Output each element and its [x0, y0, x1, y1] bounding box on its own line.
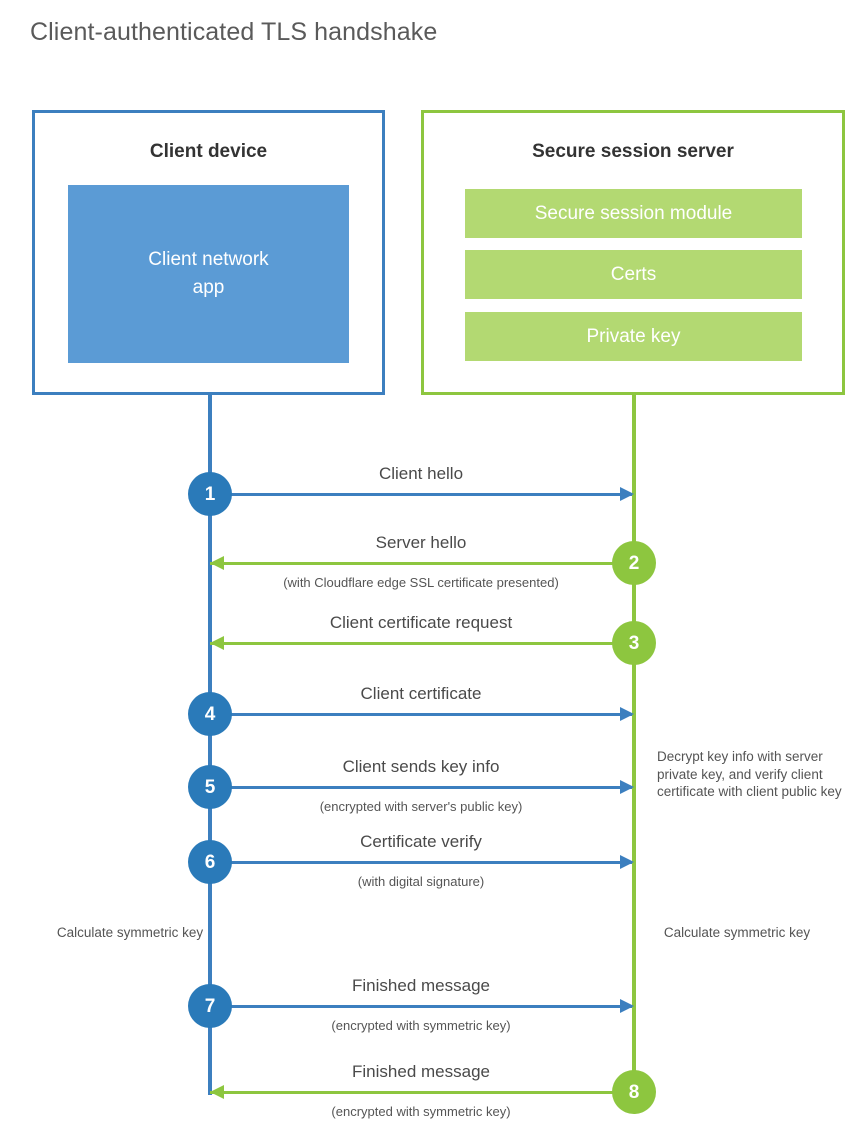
message-arrow-line — [210, 1005, 632, 1008]
step-number-badge: 2 — [612, 541, 656, 585]
message-sublabel: (with Cloudflare edge SSL certificate pr… — [283, 575, 559, 590]
server-component-certs: Certs — [465, 250, 802, 299]
arrow-right-icon — [620, 707, 634, 721]
client-device-box: Client device Client network app — [32, 110, 385, 395]
message-arrow-line — [210, 642, 632, 645]
client-network-app-block: Client network app — [68, 185, 349, 363]
message-label: Finished message — [352, 976, 490, 995]
step-number-badge: 1 — [188, 472, 232, 516]
message-arrow-line — [210, 861, 632, 864]
arrow-right-icon — [620, 487, 634, 501]
arrow-right-icon — [620, 999, 634, 1013]
arrow-left-icon — [210, 556, 224, 570]
message-label: Finished message — [352, 1062, 490, 1081]
server-component-label: Private key — [586, 325, 681, 347]
step-number-badge: 6 — [188, 840, 232, 884]
message-arrow-line — [210, 786, 632, 789]
client-network-app-label: Client network app — [148, 249, 269, 298]
step-number-badge: 4 — [188, 692, 232, 736]
page-title: Client-authenticated TLS handshake — [30, 18, 438, 46]
message-label: Client sends key info — [342, 757, 500, 776]
secure-session-server-box: Secure session server Secure session mod… — [421, 110, 845, 395]
message-sublabel: (encrypted with symmetric key) — [331, 1018, 511, 1033]
message-label: Certificate verify — [360, 832, 482, 851]
message-arrow-line — [210, 713, 632, 716]
message-label: Client hello — [378, 464, 464, 483]
step-number-badge: 3 — [612, 621, 656, 665]
server-component-secure-session-module: Secure session module — [465, 189, 802, 238]
arrow-left-icon — [210, 1085, 224, 1099]
arrow-right-icon — [620, 780, 634, 794]
arrow-right-icon — [620, 855, 634, 869]
message-label: Client certificate — [360, 684, 482, 703]
note-calculate-symmetric-key-server: Calculate symmetric key — [663, 925, 811, 940]
message-sublabel: (encrypted with symmetric key) — [331, 1104, 511, 1119]
message-arrow-line — [210, 493, 632, 496]
step-number-badge: 7 — [188, 984, 232, 1028]
message-label: Server hello — [375, 533, 467, 552]
note-decrypt-key-info: Decrypt key info with server private key… — [657, 749, 842, 799]
step-number-badge: 5 — [188, 765, 232, 809]
client-lifeline — [208, 395, 212, 1095]
note-calculate-symmetric-key-client: Calculate symmetric key — [56, 925, 204, 940]
message-sublabel: (encrypted with server's public key) — [319, 799, 523, 814]
client-device-title: Client device — [149, 141, 268, 162]
server-component-private-key: Private key — [465, 312, 802, 361]
server-component-label: Secure session module — [534, 202, 733, 224]
server-component-label: Certs — [610, 263, 657, 285]
arrow-left-icon — [210, 636, 224, 650]
server-lifeline — [632, 395, 636, 1095]
message-arrow-line — [210, 562, 632, 565]
message-sublabel: (with digital signature) — [357, 874, 485, 889]
message-arrow-line — [210, 1091, 632, 1094]
message-label: Client certificate request — [329, 613, 513, 632]
secure-session-server-title: Secure session server — [532, 141, 734, 162]
step-number-badge: 8 — [612, 1070, 656, 1114]
